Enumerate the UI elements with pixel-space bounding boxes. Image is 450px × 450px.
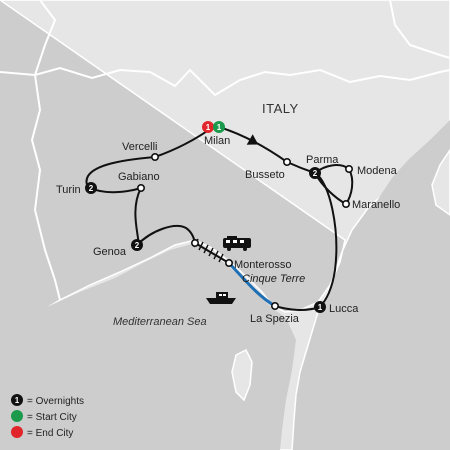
badge-turin-num: 2 bbox=[89, 184, 94, 193]
marker-modena bbox=[344, 165, 353, 174]
direction-arrow-icon bbox=[246, 134, 259, 145]
badge-genoa: 2 bbox=[131, 239, 143, 251]
legend: 1 = Overnights = Start City = End City bbox=[11, 394, 84, 439]
route-parma-lucca bbox=[314, 172, 338, 308]
city-label-monterosso: Monterosso bbox=[234, 259, 291, 271]
legend-start-city-label: = Start City bbox=[27, 412, 77, 423]
badge-parma: 2 bbox=[309, 167, 321, 179]
badge-lucca: 1 bbox=[314, 301, 326, 313]
badge-milan-start-num: 1 bbox=[217, 123, 222, 132]
city-label-parma: Parma bbox=[306, 154, 339, 166]
border-west bbox=[30, 74, 61, 301]
marker-gabiano bbox=[137, 184, 146, 193]
sea-adriatic bbox=[370, 120, 450, 250]
legend-end-city: = End City bbox=[11, 426, 73, 439]
badge-milan-end: 1 bbox=[202, 121, 214, 133]
city-label-maranello: Maranello bbox=[352, 199, 400, 211]
marker-maranello bbox=[341, 200, 350, 209]
boat-icon bbox=[206, 292, 236, 304]
train-icon bbox=[223, 236, 251, 251]
border-northeast bbox=[389, 0, 450, 59]
sea-label: Mediterranean Sea bbox=[113, 316, 207, 328]
badge-turin: 2 bbox=[85, 182, 97, 194]
marker-busseto bbox=[282, 158, 291, 167]
city-label-busseto: Busseto bbox=[245, 169, 285, 181]
region-label-cinque-terre: Cinque Terre bbox=[242, 273, 305, 285]
route-genoa-coast bbox=[136, 225, 196, 246]
country-label: ITALY bbox=[262, 101, 299, 116]
legend-overnights-num: 1 bbox=[15, 396, 20, 405]
border-north bbox=[0, 66, 450, 97]
city-label-genoa: Genoa bbox=[93, 246, 127, 258]
city-label-turin: Turin bbox=[56, 184, 81, 196]
city-label-modena: Modena bbox=[357, 165, 398, 177]
legend-end-city-label: = End City bbox=[27, 428, 73, 439]
border-northwest bbox=[34, 0, 57, 76]
marker-coast-stop bbox=[191, 239, 200, 248]
legend-overnights: 1 = Overnights bbox=[11, 394, 84, 407]
legend-overnights-label: = Overnights bbox=[27, 396, 84, 407]
badge-milan-end-num: 1 bbox=[206, 123, 211, 132]
city-label-la-spezia: La Spezia bbox=[250, 313, 300, 325]
city-label-vercelli: Vercelli bbox=[122, 141, 157, 153]
marker-la-spezia bbox=[270, 301, 279, 310]
marker-vercelli bbox=[151, 153, 160, 162]
badge-milan-start: 1 bbox=[213, 121, 225, 133]
city-label-lucca: Lucca bbox=[329, 303, 359, 315]
badge-genoa-num: 2 bbox=[135, 241, 140, 250]
city-label-milan: Milan bbox=[204, 135, 230, 147]
badge-lucca-num: 1 bbox=[318, 303, 323, 312]
badge-parma-num: 2 bbox=[313, 169, 318, 178]
legend-start-city: = Start City bbox=[11, 410, 77, 423]
land-island-corsica bbox=[231, 348, 253, 402]
land-balkans bbox=[431, 148, 450, 216]
city-label-gabiano: Gabiano bbox=[118, 171, 160, 183]
marker-monterosso bbox=[225, 258, 234, 267]
city-markers bbox=[137, 153, 353, 310]
boat-route-monterosso-laspezia bbox=[227, 261, 277, 308]
